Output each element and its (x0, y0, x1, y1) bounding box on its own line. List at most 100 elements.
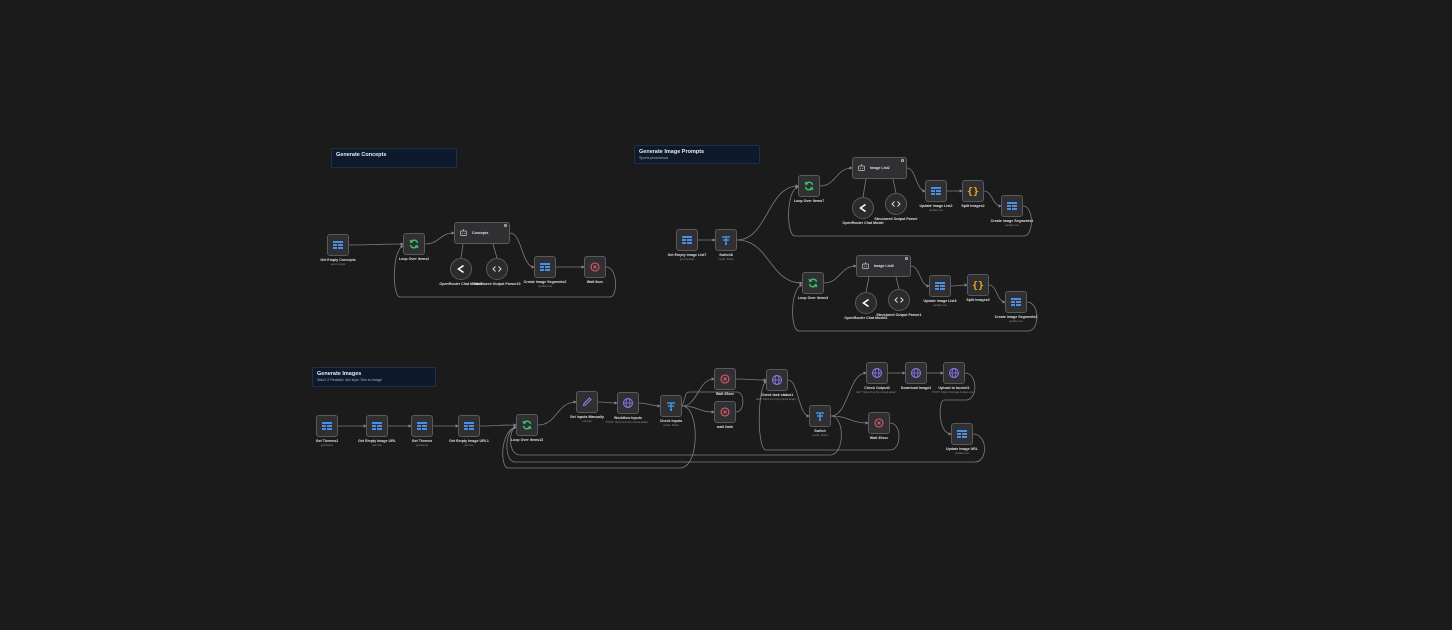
node-label: Wait 45sec (715, 392, 735, 396)
switch-icon (665, 400, 677, 412)
connection-edge[interactable] (892, 178, 897, 194)
node-update-image-list3[interactable] (929, 275, 951, 297)
connection-edge[interactable] (510, 415, 842, 456)
node-switch8[interactable] (715, 229, 737, 251)
node-wait-8sec[interactable] (584, 256, 606, 278)
connection-edge[interactable] (460, 243, 464, 259)
node-wait-3min[interactable] (714, 401, 736, 423)
node-split-images2[interactable]: {} (962, 180, 984, 202)
connection-edge[interactable] (862, 178, 867, 198)
section-subtitle: Sports photoshoot (639, 156, 669, 160)
node-structured-parser10[interactable] (486, 258, 508, 280)
node-create-image-segments1[interactable] (1001, 195, 1023, 217)
connection-edge[interactable] (792, 284, 1038, 332)
node-loop-over-items2[interactable] (403, 233, 425, 255)
connection-edge[interactable] (424, 231, 455, 245)
node-openrouter-model3[interactable] (450, 258, 472, 280)
node-openrouter-model[interactable] (852, 197, 874, 219)
node-update-image-url[interactable] (951, 423, 973, 445)
node-openrouter-model1[interactable] (855, 292, 877, 314)
node-get-empty-concepts[interactable] (327, 234, 349, 256)
connection-edge[interactable] (736, 184, 799, 241)
connection-edge[interactable] (939, 372, 976, 436)
connection-edge[interactable] (988, 284, 1006, 304)
connection-edge[interactable] (638, 402, 661, 408)
connection-edge[interactable] (735, 378, 767, 382)
connection-edge[interactable] (393, 245, 616, 298)
node-get-empty-image-url1[interactable] (458, 415, 480, 437)
table-icon (1006, 200, 1018, 212)
connection-edge[interactable] (910, 265, 930, 288)
node-subtitle: get:theme (320, 443, 334, 447)
connection-edge[interactable] (502, 405, 696, 469)
globe-icon (948, 367, 960, 379)
node-get-empty-image-url[interactable] (366, 415, 388, 437)
connection-edge[interactable] (506, 426, 985, 463)
node-structured-parser[interactable] (885, 193, 907, 215)
connection-edge[interactable] (597, 401, 618, 405)
node-download-image2[interactable] (905, 362, 927, 384)
connection-edge[interactable] (758, 380, 900, 451)
connection-edge[interactable] (681, 405, 715, 414)
table-icon (463, 420, 475, 432)
connection-edge[interactable] (479, 423, 517, 427)
node-image-list2[interactable]: Image List2 (852, 157, 907, 179)
connection-edge[interactable] (983, 190, 1002, 208)
pencil-icon (581, 396, 593, 408)
connection-edge[interactable] (895, 276, 900, 290)
node-concepts-agent[interactable]: Concepts (454, 222, 510, 244)
table-icon (930, 185, 942, 197)
node-wait-45sec[interactable] (714, 368, 736, 390)
node-subtitle: update:row (1005, 223, 1019, 227)
connection-edge[interactable] (865, 276, 870, 293)
node-structured-parser1[interactable] (888, 289, 910, 311)
connection-edge[interactable] (906, 167, 926, 193)
node-subtitle: get:row (464, 443, 474, 447)
node-label: Set Inputs Manually (570, 415, 604, 419)
node-loop-over-items13[interactable] (516, 414, 538, 436)
node-label: Check Output3 (864, 386, 890, 390)
node-create-image-segments3[interactable] (1005, 291, 1027, 313)
connection-edge[interactable] (788, 186, 1032, 237)
loop-icon (408, 238, 420, 250)
sticky-generate-images[interactable]: Generate Images Wan2.2 Realistic 4k3 sty… (312, 367, 436, 387)
node-check-inputs[interactable] (660, 395, 682, 417)
node-update-image-list2[interactable] (925, 180, 947, 202)
connection-edge[interactable] (537, 400, 577, 426)
node-wait-30sec[interactable] (868, 412, 890, 434)
node-get-themes2[interactable] (316, 415, 338, 437)
node-check-task-status1[interactable] (766, 369, 788, 391)
node-switch[interactable] (809, 405, 831, 427)
connection-edge[interactable] (509, 232, 535, 269)
node-subtitle: mode: Rules (718, 257, 734, 261)
table-icon (332, 239, 344, 251)
node-loop-over-items7[interactable] (798, 175, 820, 197)
connection-edge[interactable] (681, 377, 715, 407)
node-upload-to-bucket1[interactable] (943, 362, 965, 384)
node-get-empty-image-list7[interactable] (676, 229, 698, 251)
node-image-list3[interactable]: Image List3 (856, 255, 911, 277)
node-create-image-segments2[interactable] (534, 256, 556, 278)
connection-edge[interactable] (950, 283, 968, 287)
node-loop-over-items3[interactable] (802, 272, 824, 294)
connection-edge[interactable] (787, 379, 810, 418)
connection-edge[interactable] (823, 264, 857, 284)
connection-edge[interactable] (819, 166, 853, 187)
node-set-inputs-manually[interactable] (576, 391, 598, 413)
sticky-generate-concepts[interactable]: Generate Concepts (331, 148, 457, 168)
node-subtitle: POST: https://storage.bucket.io/a... (932, 390, 976, 394)
node-check-output3[interactable] (866, 362, 888, 384)
connection-edge[interactable] (681, 391, 744, 413)
node-workflow-inputs[interactable] (617, 392, 639, 414)
connection-edge[interactable] (492, 243, 498, 259)
sticky-generate-image-prompts[interactable]: Generate Image Prompts Sports photoshoot (634, 145, 760, 164)
node-get-themes[interactable] (411, 415, 433, 437)
connection-edge[interactable] (830, 415, 869, 425)
connection-edge[interactable] (830, 371, 867, 417)
connection-edge[interactable] (736, 239, 803, 285)
connection-edge[interactable] (348, 242, 404, 246)
loop-icon (807, 277, 819, 289)
node-split-images3[interactable]: {} (967, 274, 989, 296)
status-badge (905, 257, 908, 260)
